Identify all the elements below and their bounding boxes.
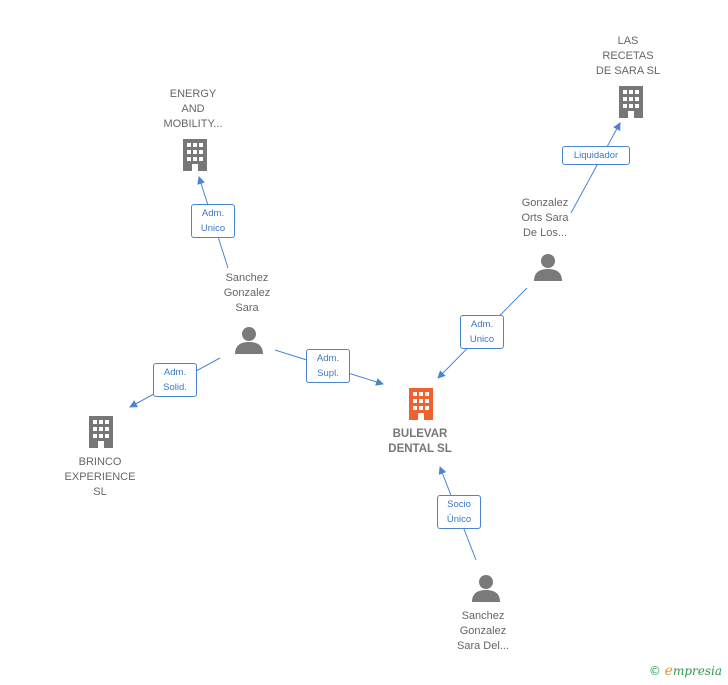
edge-label-socio-unico[interactable]: Socio Único xyxy=(437,495,481,529)
node-label-center[interactable]: BULEVAR DENTAL SL xyxy=(370,427,470,457)
person-icon-sanchez-sara xyxy=(235,327,263,354)
node-label-sanchez-del[interactable]: Sanchez Gonzalez Sara Del... xyxy=(438,609,528,654)
edge-label-adm-unico-energy[interactable]: Adm. Unico xyxy=(191,204,235,238)
building-icon-recetas xyxy=(619,86,643,118)
node-label-brinco[interactable]: BRINCO EXPERIENCE SL xyxy=(50,455,150,500)
node-label-sanchez-sara[interactable]: Sanchez Gonzalez Sara xyxy=(202,271,292,316)
node-label-gonzalez-orts[interactable]: Gonzalez Orts Sara De Los... xyxy=(500,196,590,241)
label-line: ENERGY xyxy=(169,88,217,100)
label-line: BRINCO xyxy=(78,456,122,468)
building-icon-center xyxy=(409,388,433,420)
empresia-logo: © empresia xyxy=(649,663,722,679)
copyright-symbol: © xyxy=(648,664,661,678)
edge-label-line: Adm. xyxy=(163,367,187,378)
edge-label-line: Unico xyxy=(200,223,226,234)
edge-label-line: Solid. xyxy=(163,382,187,393)
edge-label-line: Adm. xyxy=(470,319,494,330)
label-line: DENTAL SL xyxy=(388,443,452,455)
label-line: Gonzalez xyxy=(223,287,271,299)
edge-label-adm-unico-center[interactable]: Adm. Unico xyxy=(460,315,504,349)
label-line: Gonzalez xyxy=(459,625,507,637)
label-line: SL xyxy=(93,486,107,498)
label-line: Sara xyxy=(235,302,259,314)
person-icon-sanchez-del xyxy=(472,575,500,602)
building-icon-energy xyxy=(183,139,207,171)
label-line: BULEVAR xyxy=(392,428,448,440)
edge-label-liquidador[interactable]: Liquidador xyxy=(562,146,630,165)
label-line: Sanchez xyxy=(225,272,269,284)
edge-label-line: Unico xyxy=(469,334,495,345)
person-icon-gonzalez-orts xyxy=(534,254,562,281)
edge-label-line: Socio xyxy=(447,499,471,510)
label-line: De Los... xyxy=(522,227,568,239)
building-icon-brinco xyxy=(89,416,113,448)
label-line: Orts Sara xyxy=(521,212,569,224)
edge-label-line: Liquidador xyxy=(573,150,619,161)
edge-label-line: Adm. xyxy=(201,208,225,219)
label-line: RECETAS xyxy=(602,50,654,62)
label-line: DE SARA SL xyxy=(595,65,661,77)
edge-label-line: Supl. xyxy=(317,368,339,379)
label-line: LAS xyxy=(617,35,639,47)
brand-initial: e xyxy=(664,663,673,679)
label-line: Sara Del... xyxy=(457,640,509,652)
label-line: MOBILITY... xyxy=(163,118,223,130)
edge-label-adm-supl[interactable]: Adm. Supl. xyxy=(306,349,350,383)
node-label-recetas[interactable]: LAS RECETAS DE SARA SL xyxy=(578,34,678,79)
label-line: Sanchez xyxy=(461,610,505,622)
edge-label-line: Único xyxy=(446,514,472,525)
edge-label-adm-solid[interactable]: Adm. Solid. xyxy=(153,363,197,397)
label-line: Gonzalez xyxy=(521,197,569,209)
brand-name: mpresia xyxy=(672,664,722,678)
node-label-energy[interactable]: ENERGY AND MOBILITY... xyxy=(148,87,238,132)
edge-gonzalez-to-recetas xyxy=(570,122,621,214)
edge-label-line: Adm. xyxy=(316,353,340,364)
label-line: AND xyxy=(181,103,205,115)
label-line: EXPERIENCE xyxy=(64,471,136,483)
